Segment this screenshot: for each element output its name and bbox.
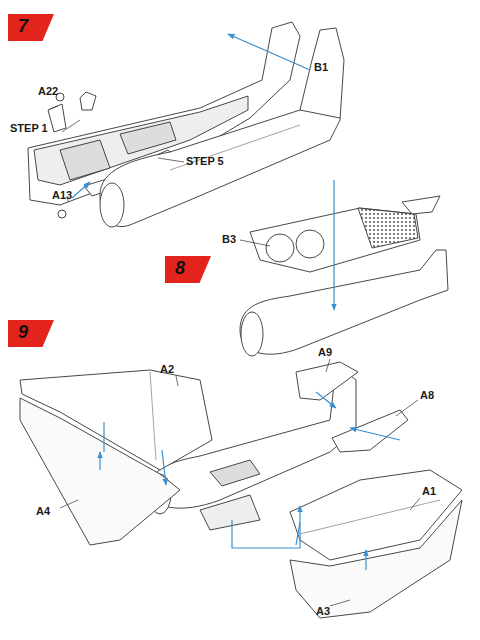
step-number: 8 [165, 256, 211, 277]
flag-shape [8, 14, 54, 41]
step-number: 7 [8, 14, 54, 35]
part-number: B3 [222, 234, 236, 245]
flag-shape [165, 256, 211, 283]
part-number: A3 [316, 606, 330, 617]
part-number: A1 [422, 486, 436, 497]
part-number: A13 [52, 190, 72, 201]
part-number: A9 [318, 347, 332, 358]
step-flag: 8 [165, 256, 211, 283]
flag-shape [8, 320, 54, 347]
part-number: A8 [420, 390, 434, 401]
step-number: 9 [8, 320, 54, 341]
step-flag: 9 [8, 320, 54, 347]
part-number: B1 [314, 62, 328, 73]
step-flag: 7 [8, 14, 54, 41]
step-reference: STEP 1 [10, 123, 48, 134]
part-number: A4 [36, 506, 50, 517]
part-number: A2 [160, 364, 174, 375]
part-number: A22 [38, 86, 58, 97]
step-reference: STEP 5 [186, 156, 224, 167]
